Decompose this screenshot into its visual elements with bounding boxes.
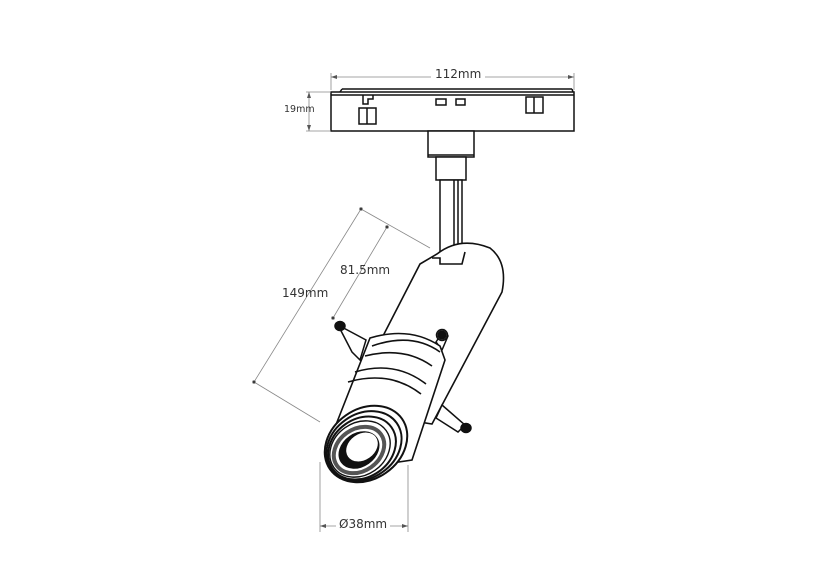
- body-length-label: 81.5mm: [340, 263, 391, 277]
- track-adapter: [330, 88, 575, 132]
- total-length-label: 149mm: [282, 286, 329, 300]
- adapter-coupling: [427, 130, 475, 181]
- dimension-lines: [252, 73, 575, 532]
- adapter-width-label: 112mm: [431, 68, 486, 80]
- lens: [331, 424, 387, 476]
- adjustment-knobs: [334, 320, 472, 434]
- diameter-label: Ø38mm: [336, 518, 391, 530]
- adapter-height-label: 19mm: [284, 104, 315, 115]
